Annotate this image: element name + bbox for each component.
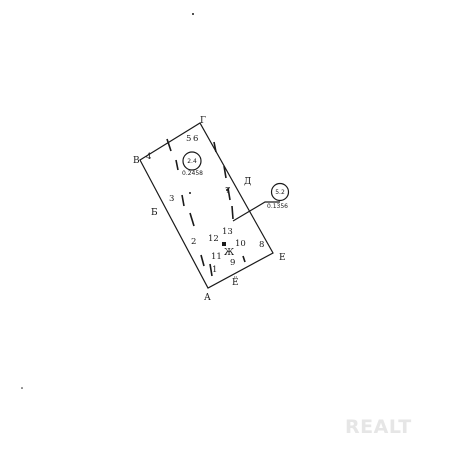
internal-boundary (242, 255, 246, 263)
vertex-label-g: Г (200, 116, 206, 126)
internal-boundary (213, 141, 217, 153)
point-label-2: 2 (191, 237, 196, 247)
point-label-1: 1 (212, 265, 217, 275)
parcel-boundary (139, 122, 274, 289)
point-label-5: 5 (186, 134, 191, 144)
parcel-5-2-leader (232, 201, 280, 222)
internal-boundary (175, 159, 179, 171)
vertex-label-e: Е (279, 253, 286, 263)
stray-mark (21, 387, 23, 389)
internal-boundary (231, 205, 234, 220)
internal-boundary (223, 165, 227, 179)
parcel-id-circle (270, 182, 290, 202)
point-mark (226, 189, 228, 191)
point-label-3: 3 (169, 194, 174, 204)
watermark: REALT (345, 416, 412, 438)
vertex-label-a: А (204, 293, 211, 303)
point-mark (189, 192, 191, 194)
parcel-id-label: 2.4 (187, 158, 197, 165)
parcel-id-label: 5.2 (275, 189, 285, 196)
parcel-area-label: 0.2458 (182, 170, 203, 177)
point-label-6: 6 (193, 134, 198, 144)
internal-boundary (181, 194, 185, 207)
point-label-10: 10 (235, 239, 246, 249)
internal-boundary (227, 187, 231, 201)
internal-boundary (166, 138, 172, 152)
point-label-13: 13 (222, 227, 233, 237)
internal-boundary (189, 212, 195, 227)
point-label-8: 8 (259, 240, 264, 250)
point-label-12: 12 (208, 234, 219, 244)
vertex-label-yo: Ё (232, 276, 239, 288)
parcel-area-label: 0.1356 (267, 203, 288, 210)
point-mark (222, 242, 226, 246)
point-label-4: 4 (146, 152, 151, 162)
parcel-id-circle (182, 151, 202, 171)
vertex-label-zh: Ж (224, 248, 234, 258)
point-label-7: 7 (225, 186, 230, 196)
vertex-label-v: В (133, 156, 140, 166)
point-label-11: 11 (211, 252, 222, 262)
point-label-9: 9 (230, 258, 235, 268)
internal-boundary (200, 254, 205, 267)
vertex-label-d: Д (244, 177, 251, 187)
vertex-label-b: Б (151, 208, 158, 218)
stray-mark (192, 13, 194, 15)
internal-boundary (209, 263, 213, 277)
